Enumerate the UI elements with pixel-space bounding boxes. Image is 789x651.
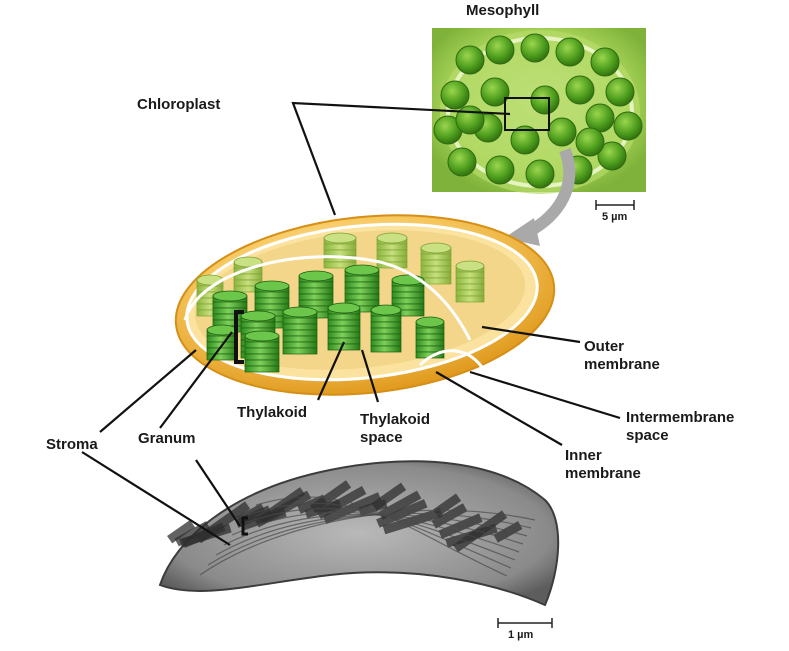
mesophyll-chloroplast-dot [456,46,484,74]
mesophyll-chloroplast-dot [606,78,634,106]
label-inner-membrane-line1: Inner [565,447,641,465]
scale-label-1um: 1 µm [508,629,533,641]
mesophyll-chloroplast-dot [448,148,476,176]
mesophyll-chloroplast-dot [521,34,549,62]
label-outer-membrane: Outer membrane [584,338,660,374]
leader-stroma-lower [82,452,230,545]
mesophyll-chloroplast-dot [486,36,514,64]
mesophyll-chloroplast-dot [456,106,484,134]
granum-stack [324,233,356,268]
label-thylakoid-space-line1: Thylakoid [360,411,430,429]
label-intermembrane-line1: Intermembrane [626,409,734,427]
mesophyll-chloroplast-dot [531,86,559,114]
mesophyll-chloroplast-dot [566,76,594,104]
leader-stroma-upper [100,350,196,432]
label-outer-membrane-line2: membrane [584,356,660,374]
label-stroma: Stroma [46,436,98,454]
scale-bar-1um [498,618,552,628]
scale-label-5um: 5 µm [602,211,627,223]
granum-stack [245,331,279,372]
chloroplast-micrograph [160,461,558,605]
mesophyll-chloroplast-dot [441,81,469,109]
label-intermembrane-line2: space [626,427,734,445]
mesophyll-chloroplast-dot [486,156,514,184]
chloroplast-model [167,198,563,413]
label-intermembrane-space: Intermembrane space [626,409,734,445]
leader-inner-membrane [436,372,562,445]
granum-stack [207,325,237,360]
mesophyll-chloroplast-dot [591,48,619,76]
granum-stack [371,305,401,352]
granum-stack [456,261,484,302]
label-thylakoid-space: Thylakoid space [360,411,430,447]
mesophyll-chloroplast-dot [614,112,642,140]
label-chloroplast: Chloroplast [137,96,220,114]
label-inner-membrane: Inner membrane [565,447,641,483]
label-thylakoid: Thylakoid [237,404,307,422]
mesophyll-chloroplast-dot [526,160,554,188]
label-inner-membrane-line2: membrane [565,465,641,483]
label-mesophyll: Mesophyll [466,2,539,20]
mesophyll-chloroplast-dot [556,38,584,66]
label-outer-membrane-line1: Outer [584,338,660,356]
granum-stack [283,307,317,354]
granum-stack [421,243,451,284]
mesophyll-chloroplast-dot [576,128,604,156]
mesophyll-chloroplast-dot [548,118,576,146]
scale-bar-5um [596,200,634,210]
label-thylakoid-space-line2: space [360,429,430,447]
leader-intermembrane [470,372,620,418]
label-granum: Granum [138,430,196,448]
